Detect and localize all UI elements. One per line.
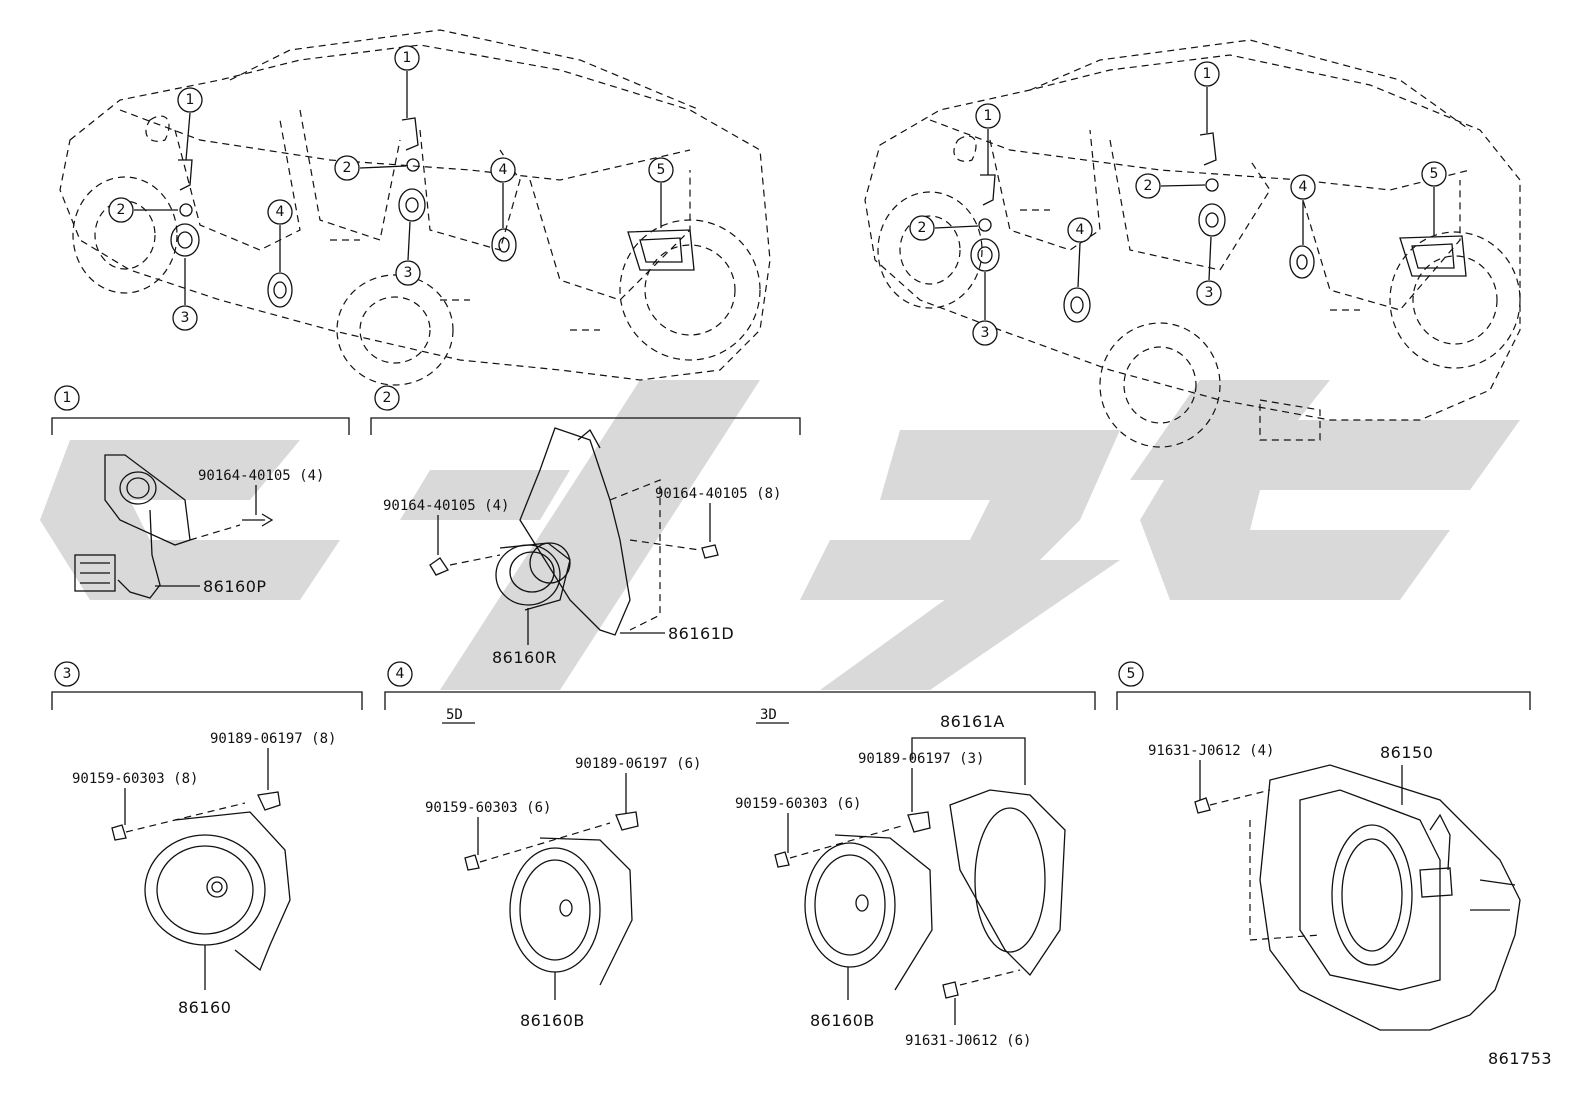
callout-2: 2 bbox=[334, 155, 407, 181]
part-number-86150: 86150 bbox=[1380, 743, 1433, 762]
section-5: 5 91631-J0612 (4) 86150 bbox=[1116, 661, 1531, 1031]
part-number-90164-40105: 90164-40105 (4) bbox=[198, 468, 324, 484]
svg-text:3: 3 bbox=[181, 310, 190, 326]
svg-text:2: 2 bbox=[383, 390, 392, 406]
callout-4: 4 bbox=[490, 157, 516, 228]
part-number-90159-60303: 90159-60303 (6) bbox=[425, 800, 551, 816]
svg-text:4: 4 bbox=[499, 162, 508, 178]
section-2: 2 90164-40105 (4) 90164-40105 (8) 86160R… bbox=[370, 385, 801, 667]
part-number-91631-J0612: 91631-J0612 (4) bbox=[1148, 743, 1274, 759]
svg-text:3: 3 bbox=[404, 265, 413, 281]
section-2-marker: 2 bbox=[374, 385, 400, 411]
callout-3: 3 bbox=[972, 272, 998, 346]
woofer-box-86150-drawing bbox=[1194, 764, 1521, 1031]
svg-text:4: 4 bbox=[1299, 179, 1308, 195]
callout-3: 3 bbox=[172, 258, 198, 331]
callout-3: 3 bbox=[1196, 236, 1222, 306]
part-number-90189-06197: 90189-06197 (3) bbox=[858, 751, 984, 767]
callout-1: 1 bbox=[975, 103, 1001, 175]
vehicle-3door-callouts: 1 2 3 4 1 2 3 4 5 bbox=[909, 61, 1447, 346]
part-number-90189-06197: 90189-06197 (8) bbox=[210, 731, 336, 747]
svg-text:2: 2 bbox=[1144, 178, 1153, 194]
svg-text:5: 5 bbox=[657, 162, 666, 178]
callout-2: 2 bbox=[108, 197, 178, 223]
section-1: 1 90164-40105 (4) 86160P bbox=[51, 385, 350, 599]
part-number-90189-06197: 90189-06197 (6) bbox=[575, 756, 701, 772]
part-number-86161A: 86161A bbox=[940, 712, 1005, 731]
callout-1: 1 bbox=[1194, 61, 1220, 133]
svg-text:5: 5 bbox=[1127, 666, 1136, 682]
vehicle-5door-callouts: 1 2 3 4 1 2 3 4 5 bbox=[108, 45, 674, 331]
section-4-marker: 4 bbox=[387, 661, 413, 687]
callout-2: 2 bbox=[909, 215, 979, 241]
svg-text:1: 1 bbox=[186, 92, 195, 108]
section-3-marker: 3 bbox=[54, 661, 80, 687]
callout-3: 3 bbox=[395, 221, 421, 286]
section-1-marker: 1 bbox=[54, 385, 80, 411]
svg-text:3: 3 bbox=[1205, 285, 1214, 301]
callout-5: 5 bbox=[1421, 161, 1447, 235]
callout-1: 1 bbox=[177, 87, 203, 161]
callout-4: 4 bbox=[1067, 217, 1093, 288]
svg-text:4: 4 bbox=[276, 204, 285, 220]
vehicle-3door bbox=[864, 39, 1521, 448]
part-number-86160: 86160 bbox=[178, 998, 231, 1017]
part-number-90164-40105: 90164-40105 (4) bbox=[383, 498, 509, 514]
svg-text:1: 1 bbox=[63, 390, 72, 406]
svg-text:1: 1 bbox=[984, 108, 993, 124]
vehicle-5door bbox=[59, 29, 771, 386]
tweeter-86160P-drawing bbox=[74, 454, 274, 599]
svg-text:1: 1 bbox=[1203, 66, 1212, 82]
callout-4: 4 bbox=[1290, 174, 1316, 245]
speaker-86160B-5d-drawing bbox=[464, 811, 639, 986]
svg-text:2: 2 bbox=[117, 202, 126, 218]
part-number-90164-40105: 90164-40105 (8) bbox=[655, 486, 781, 502]
variant-label-3D: 3D bbox=[760, 707, 777, 723]
speaker-86160R-drawing bbox=[429, 427, 719, 636]
section-5-marker: 5 bbox=[1118, 661, 1144, 687]
section-4: 4 5D 3D 90189-06197 (6) 90159-60303 (6) … bbox=[384, 661, 1096, 1049]
svg-text:4: 4 bbox=[396, 666, 405, 682]
part-number-86160B: 86160B bbox=[520, 1011, 585, 1030]
svg-text:1: 1 bbox=[403, 50, 412, 66]
part-number-86160R: 86160R bbox=[492, 648, 557, 667]
part-number-86160P: 86160P bbox=[203, 577, 267, 596]
part-number-90159-60303: 90159-60303 (8) bbox=[72, 771, 198, 787]
drawing-number: 861753 bbox=[1488, 1049, 1552, 1068]
callout-2: 2 bbox=[1135, 173, 1206, 199]
speaker-86160B-3d-drawing bbox=[774, 789, 1066, 999]
part-number-90159-60303: 90159-60303 (6) bbox=[735, 796, 861, 812]
part-number-86160B: 86160B bbox=[810, 1011, 875, 1030]
part-number-86161D: 86161D bbox=[668, 624, 734, 643]
svg-text:4: 4 bbox=[1076, 222, 1085, 238]
part-number-91631-J0612: 91631-J0612 (6) bbox=[905, 1033, 1031, 1049]
svg-text:2: 2 bbox=[343, 160, 352, 176]
callout-4: 4 bbox=[267, 199, 293, 272]
svg-text:5: 5 bbox=[1430, 166, 1439, 182]
callout-1: 1 bbox=[394, 45, 420, 118]
speaker-86160-drawing bbox=[111, 791, 291, 972]
watermark-logo bbox=[40, 380, 1520, 690]
callout-5: 5 bbox=[648, 157, 674, 228]
variant-label-5D: 5D bbox=[446, 707, 463, 723]
section-3: 3 90189-06197 (8) 90159-60303 (8) 86160 bbox=[51, 661, 363, 1017]
svg-text:2: 2 bbox=[918, 220, 927, 236]
svg-text:3: 3 bbox=[63, 666, 72, 682]
svg-text:3: 3 bbox=[981, 325, 990, 341]
